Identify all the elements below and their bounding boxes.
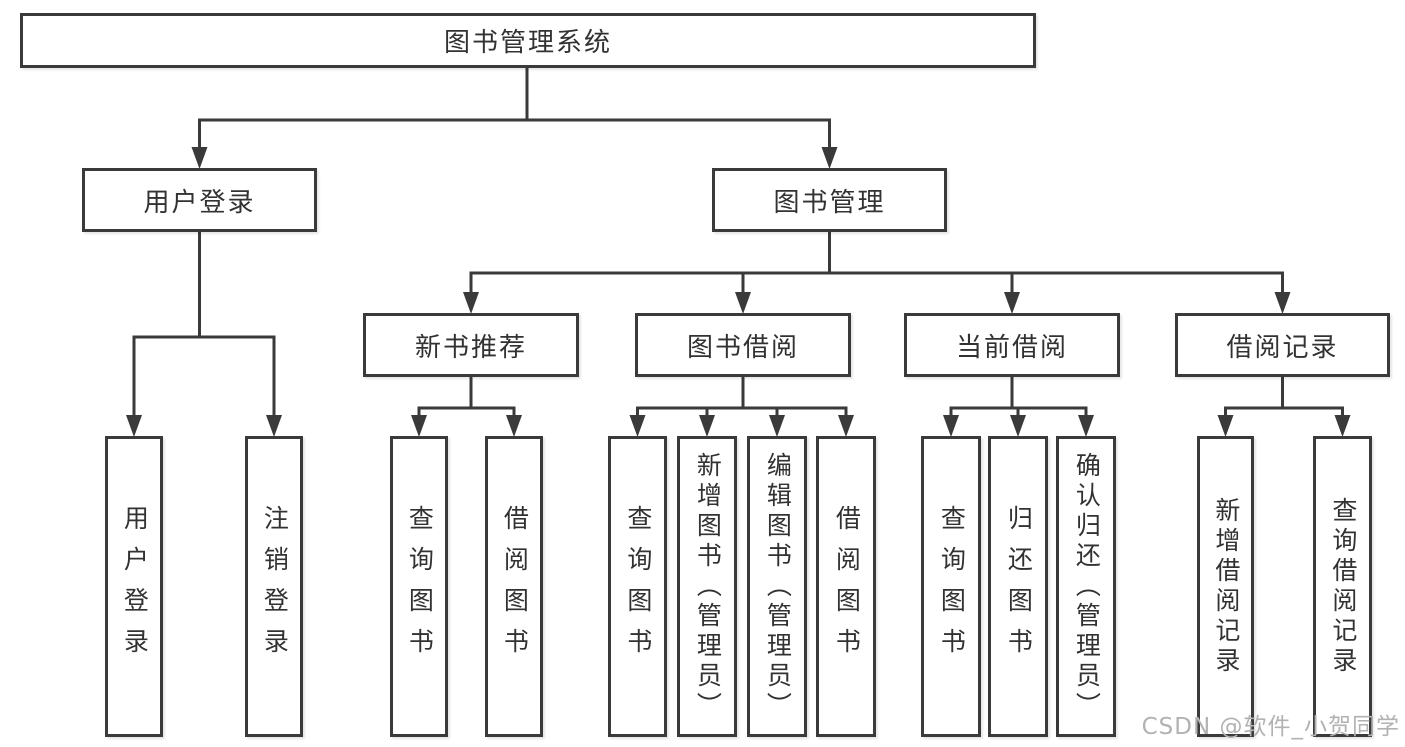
arrowhead-icon bbox=[411, 415, 427, 437]
connector-userlogin-bracket bbox=[132, 335, 276, 415]
arrowhead-icon bbox=[769, 415, 785, 437]
arrowhead-icon bbox=[629, 415, 646, 437]
leaf-add-book-admin: 新增图书（管理员） bbox=[677, 436, 737, 737]
arrowhead-icon bbox=[838, 415, 854, 437]
leaf-add-borrow-record: 新增借阅记录 bbox=[1197, 436, 1254, 737]
node-label: 借阅图书 bbox=[500, 504, 530, 669]
node-label: 新书推荐 bbox=[414, 332, 527, 363]
leaf-query-books-recommend: 查询图书 bbox=[390, 436, 448, 737]
node-label: 归还图书 bbox=[1004, 504, 1034, 669]
node-label: 查询图书 bbox=[937, 504, 967, 669]
node-label: 编辑图书（管理员） bbox=[763, 451, 793, 722]
leaf-logout: 注销登录 bbox=[245, 436, 303, 737]
arrowhead-icon bbox=[506, 415, 522, 437]
node-label: 图书管理系统 bbox=[443, 28, 612, 58]
arrowhead-icon bbox=[1274, 292, 1291, 314]
connector-bookborrow-bracket bbox=[636, 406, 848, 415]
arrowhead-icon bbox=[699, 415, 715, 437]
node-label: 借阅记录 bbox=[1226, 332, 1339, 363]
node-book-borrow: 图书借阅 bbox=[635, 313, 851, 377]
arrowhead-icon bbox=[943, 415, 959, 437]
leaf-query-books-borrow: 查询图书 bbox=[608, 436, 667, 737]
node-label: 用户登录 bbox=[143, 187, 256, 218]
node-label: 借阅图书 bbox=[832, 504, 862, 669]
connector-root-bracket bbox=[198, 118, 831, 147]
csdn-watermark: CSDN @软件_小贺同学 bbox=[1141, 714, 1400, 740]
node-borrow-records: 借阅记录 bbox=[1175, 313, 1390, 377]
node-label: 当前借阅 bbox=[955, 332, 1068, 363]
arrowhead-icon bbox=[1004, 292, 1020, 314]
leaf-user-login: 用户登录 bbox=[105, 436, 163, 737]
node-label: 用户登录 bbox=[120, 504, 150, 669]
connector-currentborrow-bracket bbox=[949, 406, 1088, 415]
node-label: 新增借阅记录 bbox=[1211, 496, 1241, 677]
arrowhead-icon bbox=[191, 147, 208, 169]
node-label: 查询图书 bbox=[623, 504, 653, 669]
connector-records-bracket bbox=[1224, 406, 1344, 415]
leaf-return-book: 归还图书 bbox=[988, 436, 1048, 737]
node-label: 注销登录 bbox=[260, 504, 290, 669]
arrowhead-icon bbox=[735, 292, 751, 314]
node-user-login: 用户登录 bbox=[82, 168, 317, 232]
node-label: 新增图书（管理员） bbox=[693, 451, 723, 722]
arrowhead-icon bbox=[266, 415, 282, 437]
node-label: 图书借阅 bbox=[686, 332, 799, 363]
leaf-borrow-book: 借阅图书 bbox=[816, 436, 876, 737]
leaf-confirm-return-admin: 确认归还（管理员） bbox=[1056, 436, 1116, 737]
connector-bookmgmt-bracket bbox=[469, 271, 1284, 292]
node-root-system: 图书管理系统 bbox=[20, 13, 1036, 68]
leaf-edit-book-admin: 编辑图书（管理员） bbox=[747, 436, 807, 737]
node-label: 查询借阅记录 bbox=[1328, 496, 1358, 677]
arrowhead-icon bbox=[1078, 415, 1094, 437]
node-new-book-recommend: 新书推荐 bbox=[363, 313, 579, 377]
leaf-query-borrow-record: 查询借阅记录 bbox=[1313, 436, 1372, 737]
arrowhead-icon bbox=[1334, 415, 1351, 437]
arrowhead-icon bbox=[463, 292, 479, 314]
leaf-query-books-current: 查询图书 bbox=[921, 436, 981, 737]
node-label: 确认归还（管理员） bbox=[1072, 451, 1102, 722]
arrowhead-icon bbox=[821, 147, 838, 169]
leaf-borrow-books-recommend: 借阅图书 bbox=[485, 436, 543, 737]
arrowhead-icon bbox=[1010, 415, 1026, 437]
node-current-borrow: 当前借阅 bbox=[904, 313, 1120, 377]
arrowhead-icon bbox=[126, 415, 142, 437]
node-book-management: 图书管理 bbox=[712, 168, 947, 232]
node-label: 查询图书 bbox=[405, 504, 435, 669]
arrowhead-icon bbox=[1217, 415, 1234, 437]
node-label: 图书管理 bbox=[773, 187, 886, 218]
connector-newbook-bracket bbox=[417, 406, 516, 415]
